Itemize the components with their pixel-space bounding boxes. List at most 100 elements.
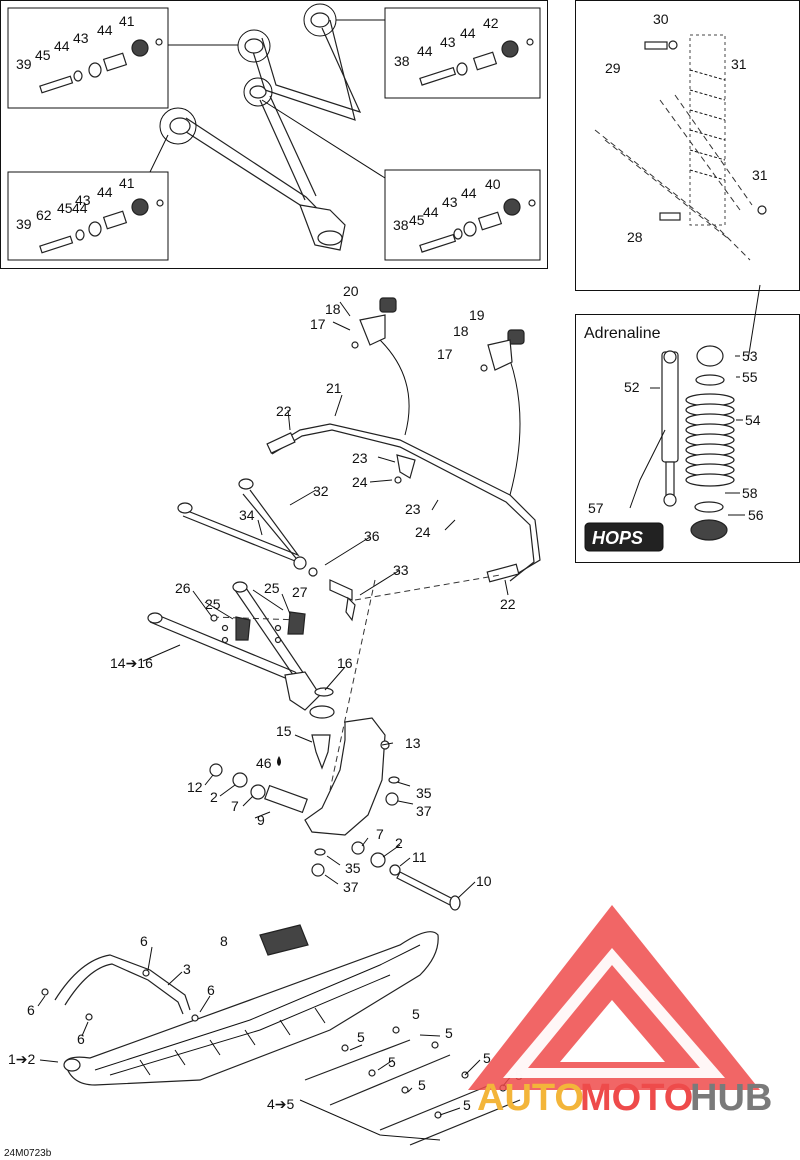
inset-box-top-left	[7, 7, 169, 109]
callout-5: 5	[463, 1097, 471, 1113]
callout-7: 7	[231, 798, 239, 814]
callout-20: 20	[343, 283, 359, 299]
svg-text:HOPS: HOPS	[592, 528, 643, 548]
callout-32: 32	[313, 483, 329, 499]
callout-26: 26	[175, 580, 191, 596]
callout-19: 19	[469, 307, 485, 323]
callout-1-to-2: 1➔2	[8, 1051, 36, 1067]
callout-35: 35	[345, 860, 361, 876]
panel-frame	[575, 0, 800, 291]
a-arm-panel: 41 44 43 44 45 39 42 44 43 44 38 41 44 4…	[0, 0, 548, 269]
callout-44: 44	[97, 184, 113, 200]
callout-24: 24	[352, 474, 368, 490]
callout-56: 56	[748, 507, 764, 523]
callout-43: 43	[440, 34, 456, 50]
callout-3: 3	[183, 961, 191, 977]
callout-45: 45	[57, 200, 73, 216]
callout-31: 31	[731, 56, 747, 72]
callout-43: 43	[73, 30, 89, 46]
inset-box-top-right	[384, 7, 541, 99]
callout-11: 11	[412, 849, 427, 865]
callout-40: 40	[485, 176, 501, 192]
callout-33: 33	[393, 562, 409, 578]
callout-7: 7	[376, 826, 384, 842]
upper-a-arm	[237, 3, 362, 121]
callout-44: 44	[72, 200, 88, 216]
callout-17: 17	[437, 346, 453, 362]
callout-41: 41	[119, 175, 135, 191]
callout-12: 12	[187, 779, 203, 795]
callout-52: 52	[624, 379, 640, 395]
lower-a-arm	[159, 95, 346, 251]
callout-30: 30	[653, 11, 669, 27]
shock-absorber	[661, 351, 679, 463]
callout-18: 18	[453, 323, 469, 339]
callout-41: 41	[119, 13, 135, 29]
bushing-stack-tl	[39, 38, 163, 94]
ski-pad	[259, 924, 309, 956]
callout-23: 23	[405, 501, 421, 517]
diagram-code: 24M0723b	[4, 1148, 52, 1159]
callout-37: 37	[416, 803, 432, 819]
callout-31: 31	[752, 167, 768, 183]
spring-cap	[696, 345, 724, 367]
ski-assembly: 8 6 3 6 6 6 1➔2 5 5 5 5 5 5 5 5 4➔5	[8, 924, 523, 1146]
shock-install-panel: 30 29 31 31 28	[575, 0, 800, 361]
callout-22: 22	[276, 403, 292, 419]
callout-39: 39	[16, 56, 32, 72]
callout-15: 15	[276, 723, 292, 739]
callout-44: 44	[423, 204, 439, 220]
callout-24: 24	[415, 524, 431, 540]
callout-53: 53	[742, 348, 758, 364]
callout-57: 57	[588, 500, 604, 516]
inset-box-bottom-left	[7, 171, 169, 261]
coil-spring	[685, 393, 735, 487]
callout-46: 46	[256, 755, 272, 771]
drop-icon	[277, 756, 281, 766]
automotohub-watermark: AUTO MOTO HUB	[468, 905, 772, 1119]
callout-18: 18	[325, 301, 341, 317]
sway-bar	[269, 423, 541, 576]
callout-23: 23	[352, 450, 368, 466]
adrenaline-panel: Adrenaline HOPS 53 52	[575, 314, 800, 563]
callout-6: 6	[207, 982, 215, 998]
spring-seat	[690, 519, 728, 541]
watermark-moto: MOTO	[580, 1077, 693, 1119]
callout-5: 5	[412, 1006, 420, 1022]
callout-35: 35	[416, 785, 432, 801]
callout-16: 16	[337, 655, 353, 671]
callout-27: 27	[292, 584, 308, 600]
callout-17: 17	[310, 316, 326, 332]
callout-44: 44	[461, 185, 477, 201]
callout-45: 45	[409, 212, 425, 228]
ski-handle	[54, 954, 191, 1011]
callout-43: 43	[75, 192, 91, 208]
carbide-runners	[304, 1026, 521, 1146]
adrenaline-title: Adrenaline	[584, 325, 661, 342]
callout-2: 2	[210, 789, 218, 805]
callout-58: 58	[742, 485, 758, 501]
callout-9: 9	[257, 812, 265, 828]
bushing-stack-tr	[419, 38, 534, 86]
ski	[64, 931, 439, 1086]
callout-6: 6	[140, 933, 148, 949]
spindle	[304, 717, 386, 836]
shock-outline	[689, 34, 726, 226]
callout-43: 43	[442, 194, 458, 210]
callout-36: 36	[364, 528, 380, 544]
callout-5: 5	[418, 1077, 426, 1093]
callout-5: 5	[357, 1029, 365, 1045]
watermark-auto: AUTO	[477, 1077, 584, 1119]
callout-5: 5	[483, 1050, 491, 1066]
callout-2: 2	[395, 835, 403, 851]
bushing-stack-bl	[39, 198, 164, 254]
callout-25: 25	[264, 580, 280, 596]
bushing-stack-br	[419, 198, 536, 253]
callout-14-to-16: 14➔16	[110, 655, 153, 671]
callout-6: 6	[77, 1031, 85, 1047]
callout-8: 8	[220, 933, 228, 949]
callout-44: 44	[460, 25, 476, 41]
callout-10: 10	[476, 873, 492, 889]
main-exploded-view: 20 18 17 19 18 17 21 22 23 24 23 24 32 3…	[110, 283, 541, 911]
